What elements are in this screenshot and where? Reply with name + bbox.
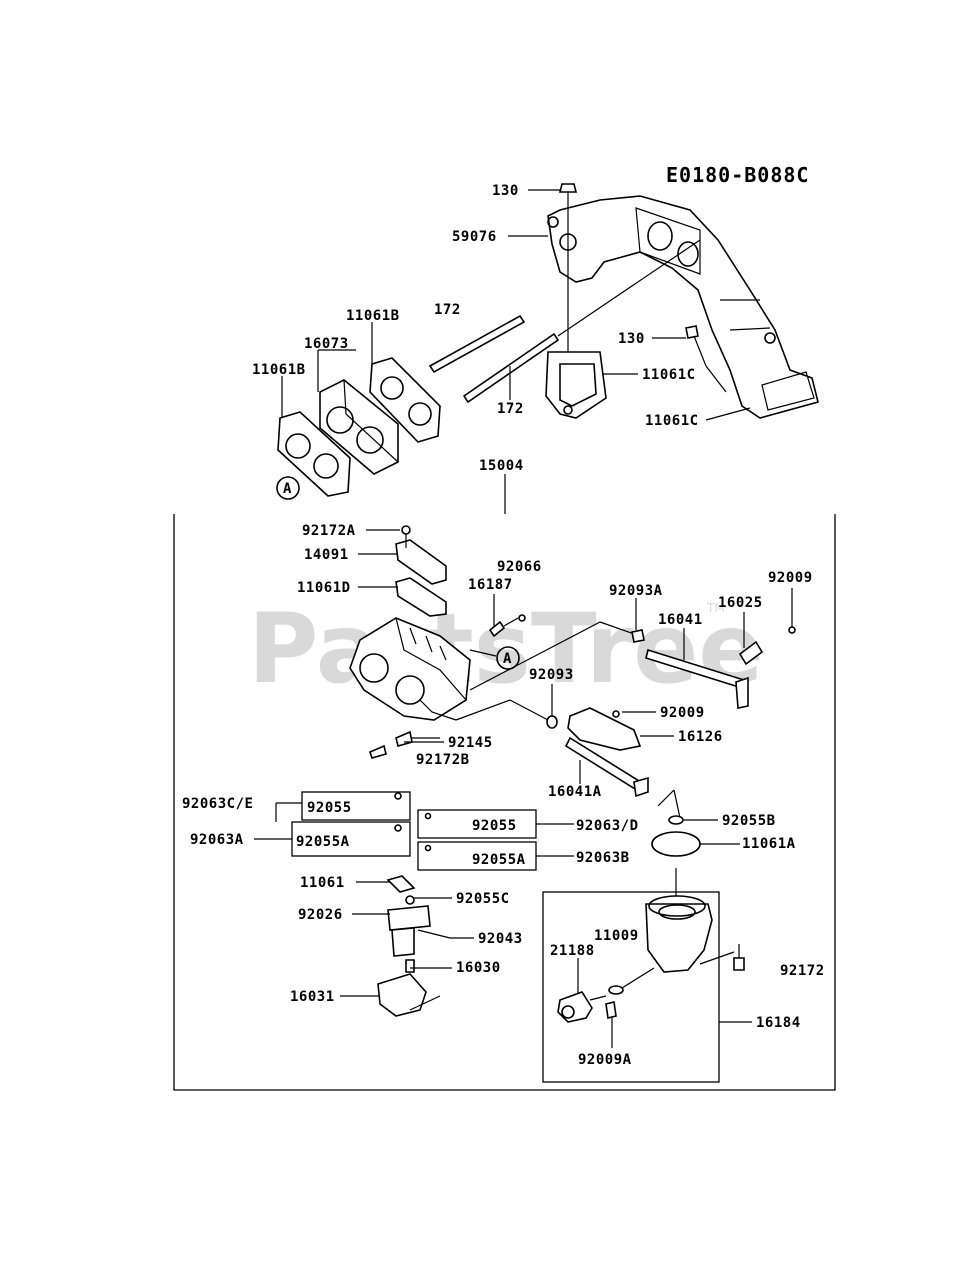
label-21188: 21188 (550, 943, 595, 959)
bolt-130-right (685, 325, 727, 393)
oring-92055B (657, 789, 684, 825)
label-92009A: 92009A (578, 1052, 632, 1068)
label-92055A: 92055A (296, 834, 350, 850)
label-16187: 16187 (468, 577, 513, 593)
plate-16126 (567, 707, 642, 751)
float-16031 (377, 973, 441, 1017)
label-172: 172 (434, 302, 461, 318)
label-92055B: 92055B (722, 813, 776, 829)
label-16025: 16025 (718, 595, 763, 611)
label-16073: 16073 (304, 336, 349, 352)
label-16030: 16030 (456, 960, 501, 976)
label-92063B: 92063B (576, 850, 630, 866)
label-92172B: 92172B (416, 752, 470, 768)
label-172: 172 (497, 401, 524, 417)
label-11061B: 11061B (346, 308, 400, 324)
screw-92172A (401, 525, 411, 548)
label-92055A: 92055A (472, 852, 526, 868)
intake-manifold (547, 195, 819, 419)
label-92055: 92055 (307, 800, 352, 816)
jet-16187 (488, 614, 526, 638)
shaft-16041 (469, 621, 796, 709)
label-16184: 16184 (756, 1015, 801, 1031)
label-92063D: 92063/D (576, 818, 639, 834)
shaft-16041A (564, 736, 649, 798)
label-59076: 59076 (452, 229, 497, 245)
label-11061A: 11061A (742, 836, 796, 852)
label-92172: 92172 (780, 963, 825, 979)
label-92145: 92145 (448, 735, 493, 751)
label-130: 130 (492, 183, 519, 199)
float-bowl-box (542, 891, 752, 1083)
spacer-16073 (319, 379, 399, 475)
screw-92145 (395, 730, 440, 747)
label-16126: 16126 (678, 729, 723, 745)
bolt-92172 (699, 944, 745, 971)
label-92063CE: 92063C/E (182, 796, 253, 812)
main-jet-assembly (386, 875, 451, 973)
label-92093A: 92093A (609, 583, 663, 599)
gasket-11061A (651, 831, 701, 896)
label-92055: 92055 (472, 818, 517, 834)
label-11061C: 11061C (645, 413, 699, 429)
label-16041A: 16041A (548, 784, 602, 800)
studs-172 (428, 239, 701, 404)
label-92063A: 92063A (190, 832, 244, 848)
screw-92172B (369, 744, 387, 759)
solenoid-21188 (557, 967, 655, 1023)
label-16041: 16041 (658, 612, 703, 628)
label-92055C: 92055C (456, 891, 510, 907)
label-11061C: 11061C (642, 367, 696, 383)
gasket-11061D (395, 577, 447, 617)
reference-marker-a-upper: A (276, 476, 300, 500)
label-92043: 92043 (478, 931, 523, 947)
label-16031: 16031 (290, 989, 335, 1005)
jet-callout-boxes (254, 791, 574, 871)
svg-text:A: A (503, 651, 512, 667)
label-92009: 92009 (660, 705, 705, 721)
label-130: 130 (618, 331, 645, 347)
label-92009: 92009 (768, 570, 813, 586)
float-bowl-11009 (645, 895, 713, 973)
reference-marker-a-carb: A (469, 646, 520, 670)
diagram-code: E0180-B088C (666, 163, 809, 187)
gasket-11061B-upper (369, 357, 441, 443)
leader-lines (281, 189, 793, 1048)
label-11061B: 11061B (252, 362, 306, 378)
gasket-11061C (545, 351, 607, 419)
svg-text:A: A (283, 481, 292, 497)
carburetor-assembly-frame (173, 474, 836, 1091)
label-92066: 92066 (497, 559, 542, 575)
gasket-11061B-lower (277, 411, 351, 497)
label-11061: 11061 (300, 875, 345, 891)
label-11061D: 11061D (297, 580, 351, 596)
label-14091: 14091 (304, 547, 349, 563)
label-92026: 92026 (298, 907, 343, 923)
label-92172A: 92172A (302, 523, 356, 539)
watermark: PartsTree (248, 593, 763, 705)
carburetor-body (349, 617, 471, 721)
label-92093: 92093 (529, 667, 574, 683)
bracket-14091 (395, 539, 447, 585)
label-15004: 15004 (479, 458, 524, 474)
watermark-trademark: TM (706, 601, 725, 615)
part-labels: 130 59076 11061B 172 16073 11061B 172 13… (182, 183, 825, 1068)
label-11009: 11009 (594, 928, 639, 944)
